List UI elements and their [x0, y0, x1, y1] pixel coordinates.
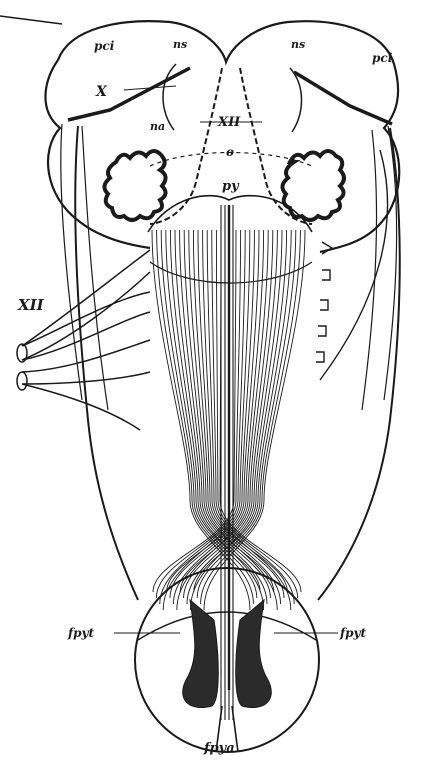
label-roman-xii-center: XII	[217, 115, 241, 130]
label-na: na	[150, 120, 165, 133]
label-o: o	[226, 145, 234, 159]
gray-matter-right	[236, 600, 272, 708]
label-pci-left: pci	[94, 39, 115, 53]
label-fpyt-left: fpyt	[67, 626, 95, 640]
section-upper-arc	[138, 612, 316, 640]
pyramidal-fiber	[190, 230, 286, 610]
pyramidal-fiber-bundle	[148, 196, 312, 720]
label-py: py	[222, 179, 240, 194]
xii-root-stump-lower	[17, 372, 27, 390]
gray-matter-left	[183, 600, 219, 708]
olive-outline-right	[320, 150, 388, 380]
hypoglossal-roots	[17, 250, 150, 430]
pci-band-left	[61, 124, 82, 400]
pci-band-right-inner	[362, 130, 377, 410]
label-pci-right: pci	[372, 51, 393, 65]
nerve-x-right	[294, 72, 392, 124]
lateral-notches	[316, 242, 332, 362]
pci-band-left-inner	[82, 126, 108, 410]
label-fpya: fpya	[203, 741, 235, 756]
nerve-x-left	[68, 68, 190, 120]
olive-nucleus-left	[104, 151, 165, 220]
spinal-cord-section	[135, 568, 319, 752]
na-curve-right	[290, 68, 302, 132]
pyramid-arc	[150, 262, 312, 283]
label-roman-x: X	[95, 84, 108, 100]
label-ns-right: ns	[291, 38, 305, 51]
label-roman-xii-left: XII	[17, 296, 45, 314]
top-leader-line	[0, 16, 62, 24]
label-ns-left: ns	[173, 38, 187, 51]
label-fpyt-right: fpyt	[339, 626, 367, 640]
